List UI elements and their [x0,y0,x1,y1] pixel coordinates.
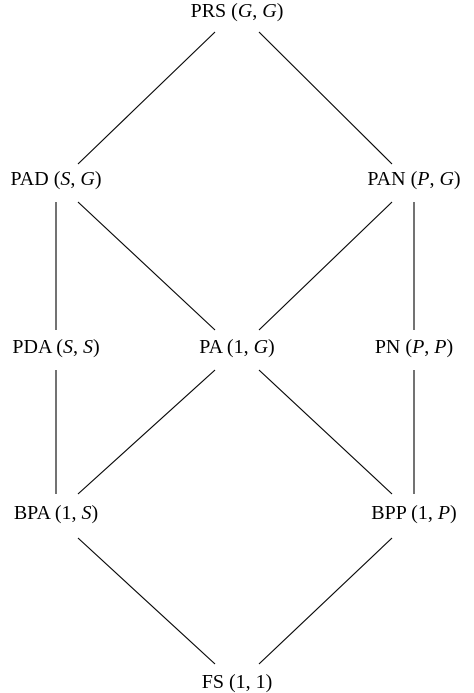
open-paren: ( [51,336,63,358]
open-paren: ( [406,502,418,524]
close-paren: ) [450,502,457,524]
node-param: 1 [236,671,246,693]
node-pad: PAD (S, G) [11,168,102,190]
open-paren: ( [224,671,236,693]
node-name: PA [199,336,223,358]
close-paren: ) [277,0,284,22]
close-paren: ) [266,671,273,693]
node-param: S [60,168,70,190]
node-param: G [254,336,269,358]
node-name: PDA [12,336,53,358]
comma: , [428,502,438,524]
node-param: G [262,0,277,22]
node-param: G [238,0,253,22]
node-prs: PRS (G, G) [191,0,284,22]
open-paren: ( [50,502,62,524]
comma: , [244,336,254,358]
comma: , [73,336,83,358]
node-name: PN [375,336,401,358]
label-layer: PRS (G, G)PAD (S, G)PAN (P, G)PDA (S, S)… [11,0,461,693]
node-name: FS [202,671,224,693]
node-param: 1 [418,502,428,524]
node-param: 1 [234,336,244,358]
node-param: P [433,336,446,358]
node-pn: PN (P, P) [375,336,453,358]
node-param: P [437,502,450,524]
node-param: G [439,168,454,190]
edge-pan-pa [258,201,393,331]
node-name: PAD [11,168,49,190]
edge-bpp-fs [258,537,393,665]
node-param: G [80,168,95,190]
node-name: BPP [371,502,406,524]
open-paren: ( [400,336,412,358]
comma: , [71,502,81,524]
open-paren: ( [222,336,234,358]
node-param: P [416,168,429,190]
open-paren: ( [406,168,418,190]
open-paren: ( [226,0,238,22]
close-paren: ) [93,336,100,358]
edge-pa-bpa [77,369,216,495]
node-fs: FS (1, 1) [202,671,273,693]
edge-prs-pad [77,31,216,165]
node-name: BPA [14,502,52,524]
node-param: S [81,502,91,524]
edge-bpa-fs [77,537,216,665]
node-param: S [63,336,73,358]
node-param: 1 [256,671,266,693]
edge-pad-pa [77,201,216,331]
node-pa: PA (1, G) [199,336,274,358]
edge-prs-pan [258,31,393,165]
comma: , [429,168,439,190]
comma: , [70,168,80,190]
comma: , [252,0,262,22]
node-bpp: BPP (1, P) [371,502,456,524]
close-paren: ) [91,502,98,524]
open-paren: ( [49,168,61,190]
edge-pa-bpp [258,369,393,495]
edge-layer [55,31,415,665]
comma: , [424,336,434,358]
node-pan: PAN (P, G) [367,168,460,190]
close-paren: ) [95,168,102,190]
close-paren: ) [454,168,461,190]
node-param: S [83,336,93,358]
node-param: 1 [61,502,71,524]
close-paren: ) [268,336,275,358]
close-paren: ) [447,336,454,358]
node-name: PAN [367,168,405,190]
comma: , [246,671,256,693]
node-bpa: BPA (1, S) [14,502,98,524]
node-param: P [411,336,424,358]
node-name: PRS [191,0,227,22]
node-pda: PDA (S, S) [12,336,99,358]
